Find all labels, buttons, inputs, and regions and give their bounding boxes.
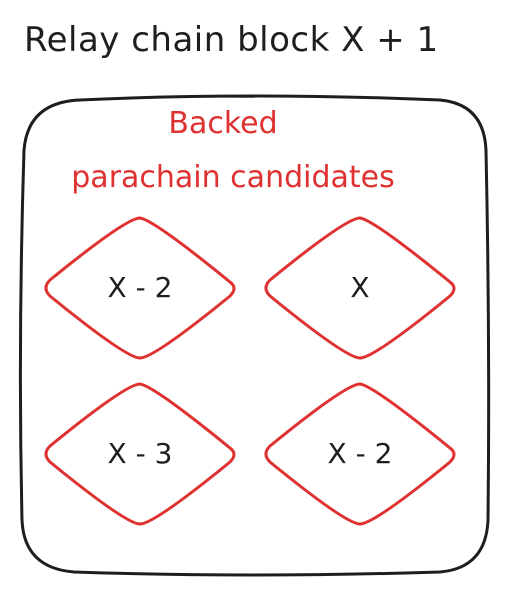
candidate-label: X bbox=[350, 270, 370, 304]
candidate-diamond-2: X bbox=[262, 212, 458, 362]
candidate-label: X - 2 bbox=[107, 270, 173, 304]
diamond-shape-icon bbox=[264, 216, 456, 360]
candidate-label: X - 2 bbox=[327, 436, 393, 470]
diagram-title: Relay chain block X + 1 bbox=[24, 20, 439, 60]
diamond-shape-icon bbox=[44, 382, 236, 526]
diamond-shape-icon bbox=[264, 382, 456, 526]
candidate-diamond-1: X - 2 bbox=[42, 212, 238, 362]
diamond-shape-icon bbox=[44, 216, 236, 360]
candidate-diamond-4: X - 2 bbox=[262, 378, 458, 528]
backed-heading: Backed bbox=[168, 106, 278, 141]
parachain-candidates-heading: parachain candidates bbox=[71, 160, 395, 195]
candidate-label: X - 3 bbox=[107, 436, 173, 470]
candidate-diamond-3: X - 3 bbox=[42, 378, 238, 528]
